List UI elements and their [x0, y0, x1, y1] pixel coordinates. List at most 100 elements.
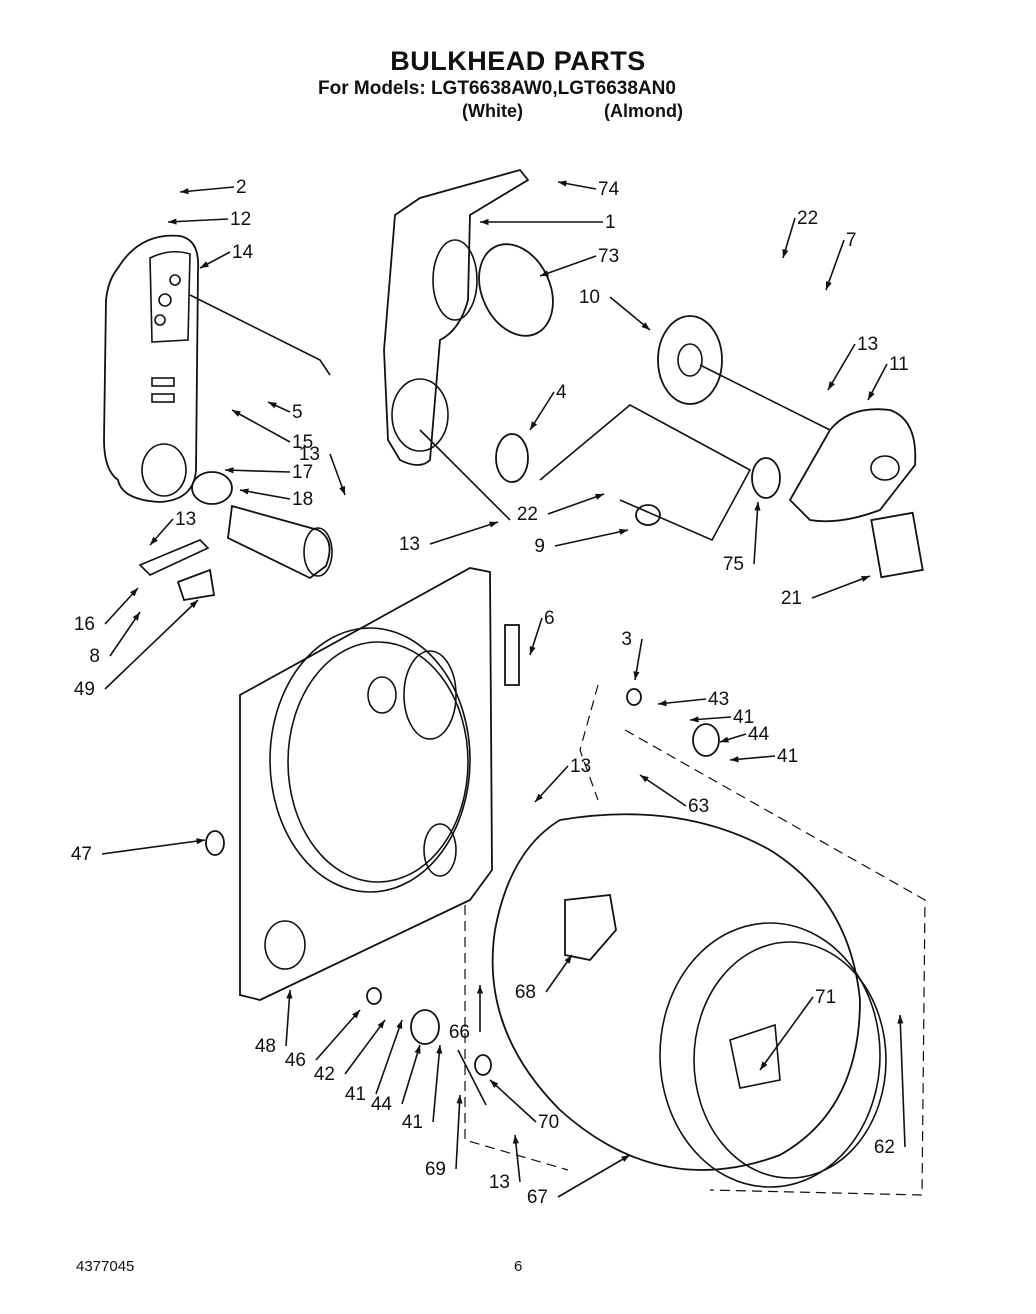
arrowhead-c75: [754, 502, 761, 511]
leader-line-c21: [811, 575, 871, 599]
guide-line-7: [699, 364, 831, 431]
bracket-16: [138, 539, 210, 576]
blower-wheel: [657, 315, 723, 405]
callout-c22a: 22: [797, 208, 818, 229]
nut-47: [205, 830, 225, 856]
leader-line-c8: [109, 611, 141, 657]
callout-c3: 3: [621, 629, 632, 650]
leader-line-c69: [455, 1094, 461, 1170]
arrowhead-c63: [640, 775, 649, 783]
leader-line-c47: [101, 839, 206, 855]
callout-c41c: 41: [345, 1084, 366, 1105]
arrowhead-c46: [352, 1010, 360, 1019]
arrowhead-c6: [529, 646, 536, 655]
callout-c62: 62: [874, 1137, 895, 1158]
callout-c22b: 22: [517, 504, 538, 525]
roller-44-lower: [410, 1009, 440, 1045]
exhaust-duct: [191, 471, 333, 580]
arrowhead-c41b: [730, 756, 739, 763]
callout-c16: 16: [74, 614, 95, 635]
callout-c71: 71: [815, 987, 836, 1008]
roller-44-upper: [692, 723, 720, 757]
arrowhead-c17: [225, 467, 234, 474]
arrowhead-c71: [760, 1061, 768, 1070]
callout-c6: 6: [544, 608, 555, 629]
arrowhead-c48: [286, 990, 293, 999]
callout-c73: 73: [598, 246, 619, 267]
arrowhead-c21: [861, 576, 870, 582]
arrowhead-c22a: [782, 249, 789, 258]
callout-c42: 42: [314, 1064, 335, 1085]
arrowhead-c41a: [690, 716, 699, 723]
callout-c74: 74: [598, 179, 620, 200]
leader-line-c70: [489, 1079, 537, 1123]
leader-line-c46: [315, 1009, 361, 1061]
leader-line-c17: [224, 469, 291, 473]
arrowhead-c74: [558, 180, 567, 187]
arrowhead-c4: [530, 421, 538, 430]
arrowhead-c69: [456, 1095, 463, 1104]
callout-c15: 15: [292, 432, 313, 453]
arrowhead-c15: [232, 410, 241, 417]
arrowhead-c13b: [150, 536, 158, 545]
callout-c8: 8: [89, 646, 100, 667]
arrowhead-c13a: [339, 486, 345, 495]
washer-70: [474, 1054, 492, 1076]
callout-c13d: 13: [857, 334, 878, 355]
leader-line-c41c: [375, 1019, 403, 1095]
arrowhead-c5: [268, 402, 277, 409]
callout-c13f: 13: [489, 1172, 510, 1193]
callout-c21: 21: [781, 588, 802, 609]
callout-c11: 11: [889, 354, 909, 375]
arrowhead-c12: [168, 218, 177, 225]
guide-line-1: [579, 684, 599, 801]
callout-c10: 10: [579, 287, 600, 308]
arrowhead-c3: [633, 671, 640, 680]
leader-line-c7: [825, 239, 845, 291]
arrowhead-c1: [480, 218, 489, 226]
arrowhead-c10: [641, 322, 650, 330]
guide-line-6: [539, 404, 752, 542]
callout-c4: 4: [556, 382, 567, 403]
callout-c13e: 13: [570, 756, 591, 777]
arrowhead-c16: [130, 588, 138, 597]
arrowhead-c44a: [720, 736, 729, 743]
leader-line-c75: [753, 501, 759, 565]
callout-c75: 75: [723, 554, 744, 575]
callout-c66: 66: [449, 1022, 470, 1043]
leader-line-c42: [344, 1019, 386, 1075]
arrowhead-c41d: [436, 1045, 443, 1054]
leader-line-c63: [639, 774, 687, 807]
motor-11: [788, 408, 917, 523]
label-21: [870, 511, 924, 579]
arrowhead-c70: [490, 1080, 499, 1088]
bearing-75: [751, 457, 781, 499]
callout-c44a: 44: [748, 724, 770, 745]
strip-6: [504, 624, 520, 686]
arrowhead-c7: [825, 281, 832, 290]
callout-c46: 46: [285, 1050, 306, 1071]
leader-line-c13d: [827, 343, 856, 391]
baffle-68: [564, 894, 617, 961]
arrowhead-c13e: [535, 793, 543, 802]
callout-c41b: 41: [777, 746, 798, 767]
callout-c69: 69: [425, 1159, 446, 1180]
leader-line-c22b: [547, 493, 605, 515]
arrowhead-c62: [897, 1015, 904, 1024]
callout-c68: 68: [515, 982, 536, 1003]
arrowhead-c67: [621, 1155, 630, 1162]
blower-housing: [383, 168, 530, 466]
arrowhead-c11: [868, 391, 875, 400]
leader-line-c44b: [401, 1044, 421, 1105]
callout-c13c: 13: [399, 534, 420, 555]
callout-c1: 1: [605, 212, 616, 233]
callout-c67: 67: [527, 1187, 548, 1208]
guide-line-5: [419, 429, 511, 521]
front-bulkhead-panel: [239, 567, 520, 1001]
arrowhead-c66: [476, 985, 484, 994]
callout-c9: 9: [534, 536, 545, 557]
arrowhead-c44b: [414, 1045, 421, 1054]
callout-c17: 17: [292, 462, 313, 483]
